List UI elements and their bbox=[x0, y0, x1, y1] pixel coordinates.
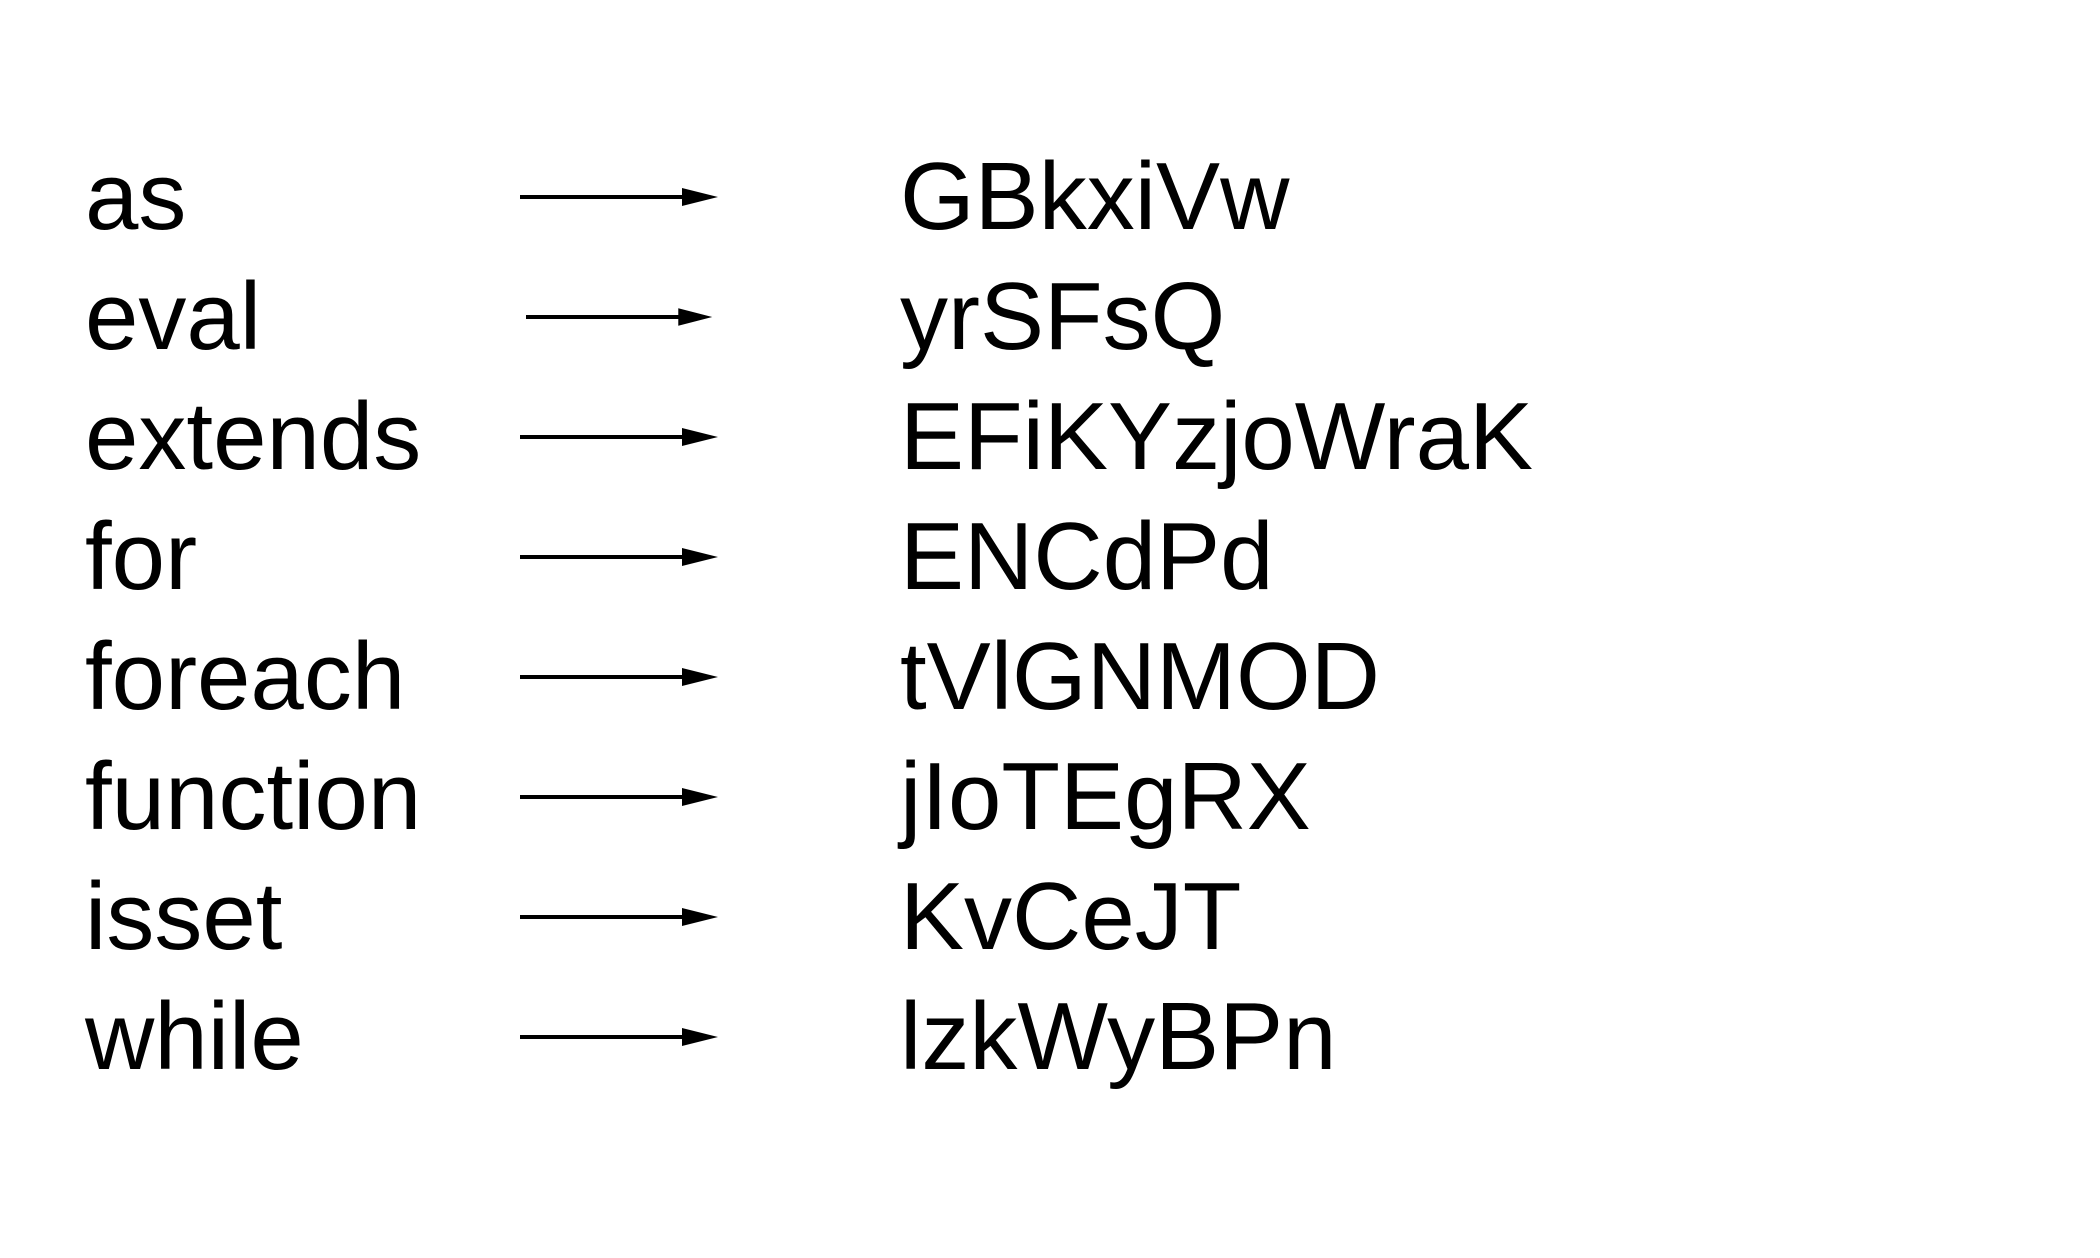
keyword-label: as bbox=[85, 143, 187, 250]
keyword-label: foreach bbox=[85, 623, 406, 730]
mapping-row-function: function jIoTEgRX bbox=[0, 737, 2100, 857]
replacement-label: EFiKYzjoWraK bbox=[900, 383, 1534, 490]
keyword-label: for bbox=[85, 503, 198, 610]
replacement-label: GBkxiVw bbox=[900, 143, 1290, 250]
right-arrow-icon bbox=[520, 1028, 718, 1046]
mapping-row-eval: eval yrSFsQ bbox=[0, 257, 2100, 377]
keyword-label: eval bbox=[85, 263, 262, 370]
replacement-label: yrSFsQ bbox=[900, 263, 1226, 370]
keyword-label: function bbox=[85, 743, 422, 850]
right-arrow-icon bbox=[520, 668, 718, 686]
right-arrow-icon bbox=[520, 428, 718, 446]
keyword-label: while bbox=[85, 983, 304, 1090]
mapping-row-isset: isset KvCeJT bbox=[0, 857, 2100, 977]
mapping-row-as: as GBkxiVw bbox=[0, 137, 2100, 257]
keyword-label: extends bbox=[85, 383, 422, 490]
replacement-label: KvCeJT bbox=[900, 863, 1242, 970]
right-arrow-icon bbox=[526, 308, 713, 326]
replacement-label: lzkWyBPn bbox=[900, 983, 1337, 1090]
right-arrow-icon bbox=[520, 188, 718, 206]
replacement-label: tVlGNMOD bbox=[900, 623, 1380, 730]
right-arrow-icon bbox=[520, 788, 718, 806]
right-arrow-icon bbox=[520, 548, 718, 566]
mapping-row-while: while lzkWyBPn bbox=[0, 977, 2100, 1097]
replacement-label: ENCdPd bbox=[900, 503, 1274, 610]
keyword-label: isset bbox=[85, 863, 283, 970]
mapping-row-foreach: foreach tVlGNMOD bbox=[0, 617, 2100, 737]
replacement-label: jIoTEgRX bbox=[900, 743, 1311, 850]
right-arrow-icon bbox=[520, 908, 718, 926]
mapping-row-for: for ENCdPd bbox=[0, 497, 2100, 617]
mapping-row-extends: extends EFiKYzjoWraK bbox=[0, 377, 2100, 497]
